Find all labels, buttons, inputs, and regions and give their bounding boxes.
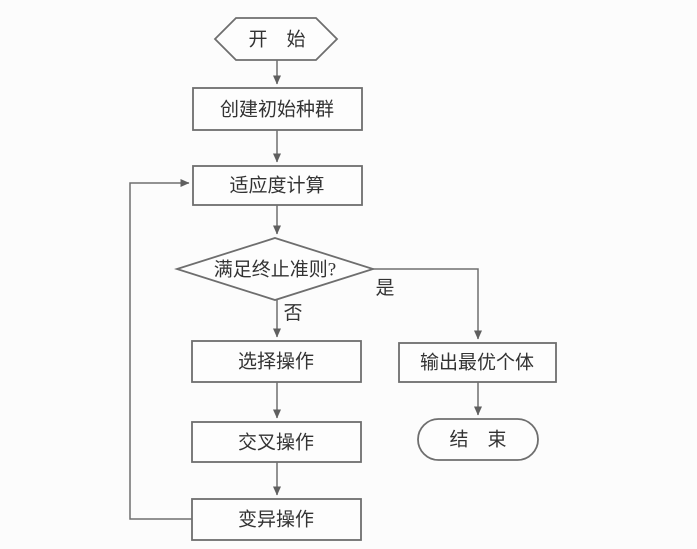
termination-decision-label: 满足终止准则? — [214, 258, 336, 280]
start-node: 开 始 — [213, 17, 339, 61]
yes-branch-label: 是 — [375, 278, 394, 299]
crossover-operation-label: 交叉操作 — [238, 431, 314, 453]
mutation-operation-box — [191, 498, 362, 541]
fitness-calculation-node: 适应度计算 — [192, 165, 363, 206]
selection-operation-label: 选择操作 — [238, 350, 314, 372]
start-label: 开 始 — [248, 28, 305, 50]
edge-mutation-loop-to-fitness — [129, 179, 192, 520]
termination-decision-diamond — [174, 237, 376, 301]
mutation-operation-label: 变异操作 — [238, 508, 314, 530]
crossover-operation-box — [191, 421, 362, 463]
create-initial-population-box — [192, 87, 363, 131]
end-stadium — [417, 418, 539, 461]
output-best-individual-node: 输出最优个体 — [398, 342, 557, 383]
termination-decision-node: 满足终止准则? — [174, 237, 376, 301]
crossover-operation-node: 交叉操作 — [191, 421, 362, 463]
no-branch-label: 否 — [283, 303, 302, 324]
selection-operation-box — [191, 340, 362, 383]
create-initial-population-label: 创建初始种群 — [220, 98, 334, 120]
start-hexagon — [213, 17, 339, 61]
selection-operation-node: 选择操作 — [191, 340, 362, 383]
create-initial-population-node: 创建初始种群 — [192, 87, 363, 131]
edge-decision-yes-to-output — [373, 268, 482, 340]
end-label: 结 束 — [449, 428, 506, 450]
fitness-calculation-box — [192, 165, 363, 206]
output-best-individual-label: 输出最优个体 — [420, 351, 534, 373]
edges — [129, 60, 482, 520]
mutation-operation-node: 变异操作 — [191, 498, 362, 541]
fitness-calculation-label: 适应度计算 — [229, 174, 324, 196]
output-best-individual-box — [398, 342, 557, 383]
end-node: 结 束 — [417, 418, 539, 461]
